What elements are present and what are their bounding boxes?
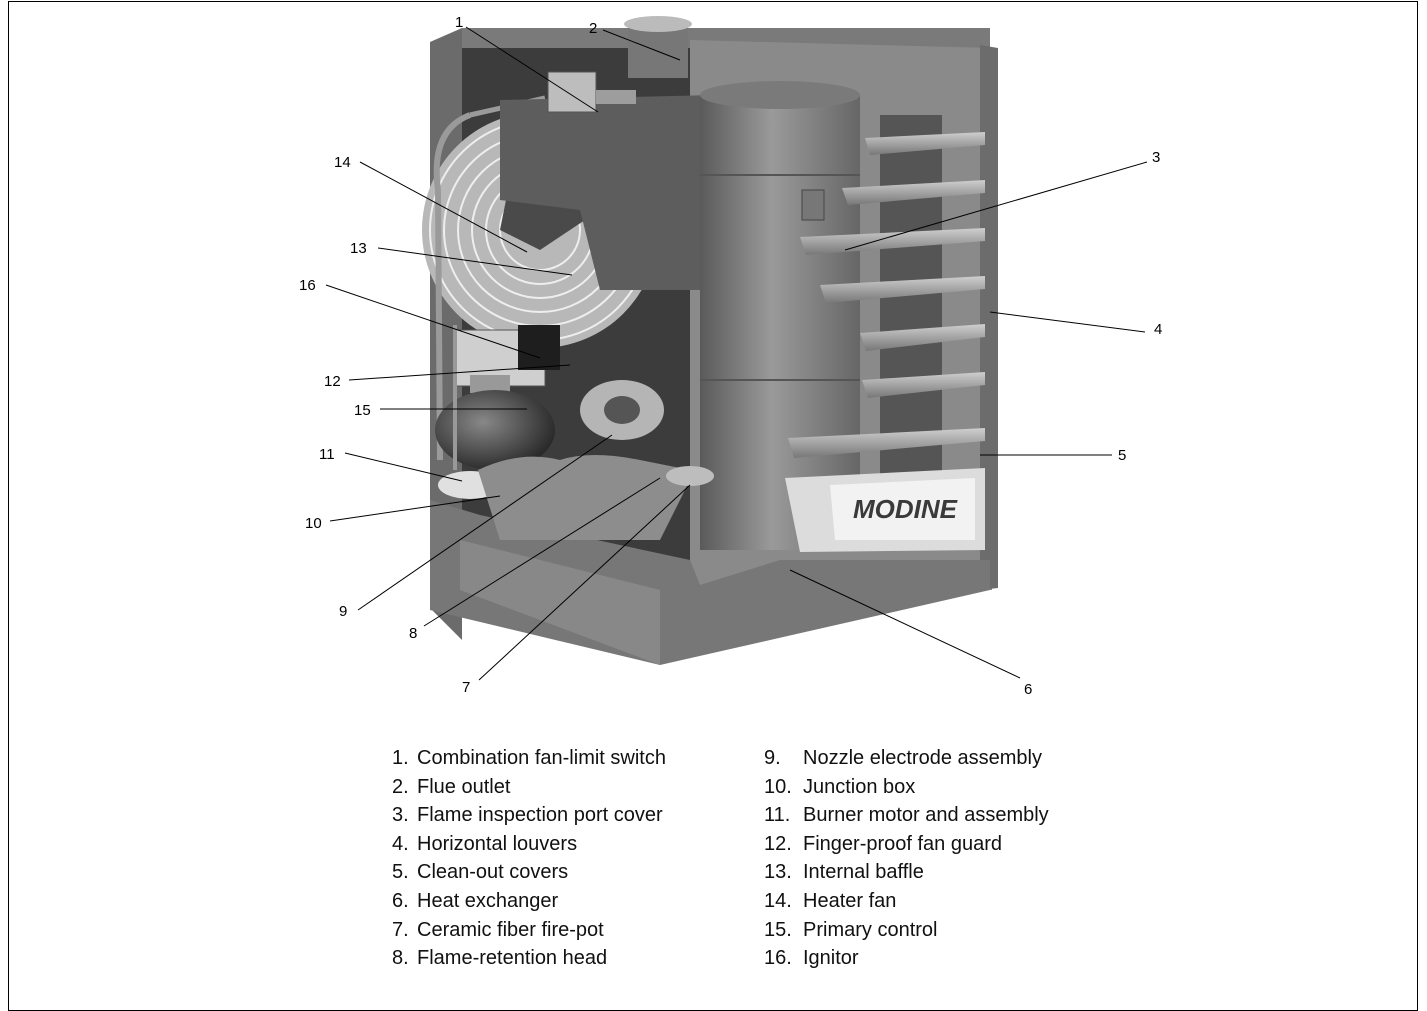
heater-cutaway-diagram: MODINE 1 xyxy=(299,14,1162,698)
callout-16: 16 xyxy=(299,277,316,294)
callout-3: 3 xyxy=(1152,149,1160,166)
conduit xyxy=(433,112,472,461)
legend-item: 15.Primary control xyxy=(764,918,938,941)
callout-12: 12 xyxy=(324,373,341,390)
callout-14: 14 xyxy=(334,154,351,171)
legend-column-1: 1.Combination fan-limit switch 2.Flue ou… xyxy=(392,744,666,973)
legend-item: 2.Flue outlet xyxy=(392,775,511,798)
legend-item: 1.Combination fan-limit switch xyxy=(392,747,666,769)
legend-column-2: 9.Nozzle electrode assembly 10.Junction … xyxy=(764,744,1049,973)
leader-lines xyxy=(325,26,1148,681)
clean-out-panel: MODINE xyxy=(785,468,985,552)
legend-item: 9.Nozzle electrode assembly xyxy=(764,747,1042,769)
base xyxy=(430,500,990,665)
legend-item: 11.Burner motor and assembly xyxy=(764,804,1049,827)
callout-6: 6 xyxy=(1024,681,1032,698)
callout-1: 1 xyxy=(455,14,463,31)
burner-assembly xyxy=(435,325,714,540)
callout-10: 10 xyxy=(305,515,322,532)
brand-logo: MODINE xyxy=(853,494,958,524)
legend-item: 3.Flame inspection port cover xyxy=(392,804,663,827)
horizontal-louvers xyxy=(788,132,985,458)
callout-13: 13 xyxy=(350,240,367,257)
callout-2: 2 xyxy=(589,20,597,37)
callout-7: 7 xyxy=(462,679,470,696)
heat-exchanger xyxy=(700,81,860,550)
legend-item: 7.Ceramic fiber fire-pot xyxy=(392,918,604,941)
legend-item: 12.Finger-proof fan guard xyxy=(764,832,1003,855)
legend-item: 16.Ignitor xyxy=(764,947,859,970)
callout-8: 8 xyxy=(409,625,417,642)
legend-item: 10.Junction box xyxy=(764,775,916,798)
callout-4: 4 xyxy=(1154,321,1162,338)
legend-item: 5.Clean-out covers xyxy=(392,861,569,884)
legend-item: 4.Horizontal louvers xyxy=(392,832,578,855)
callout-numbers: 1 2 3 4 5 6 7 8 9 10 11 12 15 16 13 14 xyxy=(299,14,1162,698)
callout-11: 11 xyxy=(319,446,335,463)
callout-9: 9 xyxy=(339,603,347,620)
legend-item: 8.Flame-retention head xyxy=(392,947,608,970)
legend-item: 14.Heater fan xyxy=(764,889,897,912)
callout-15: 15 xyxy=(354,402,371,419)
legend-item: 6.Heat exchanger xyxy=(392,889,559,912)
legend-item: 13.Internal baffle xyxy=(764,861,924,884)
callout-5: 5 xyxy=(1118,447,1126,464)
